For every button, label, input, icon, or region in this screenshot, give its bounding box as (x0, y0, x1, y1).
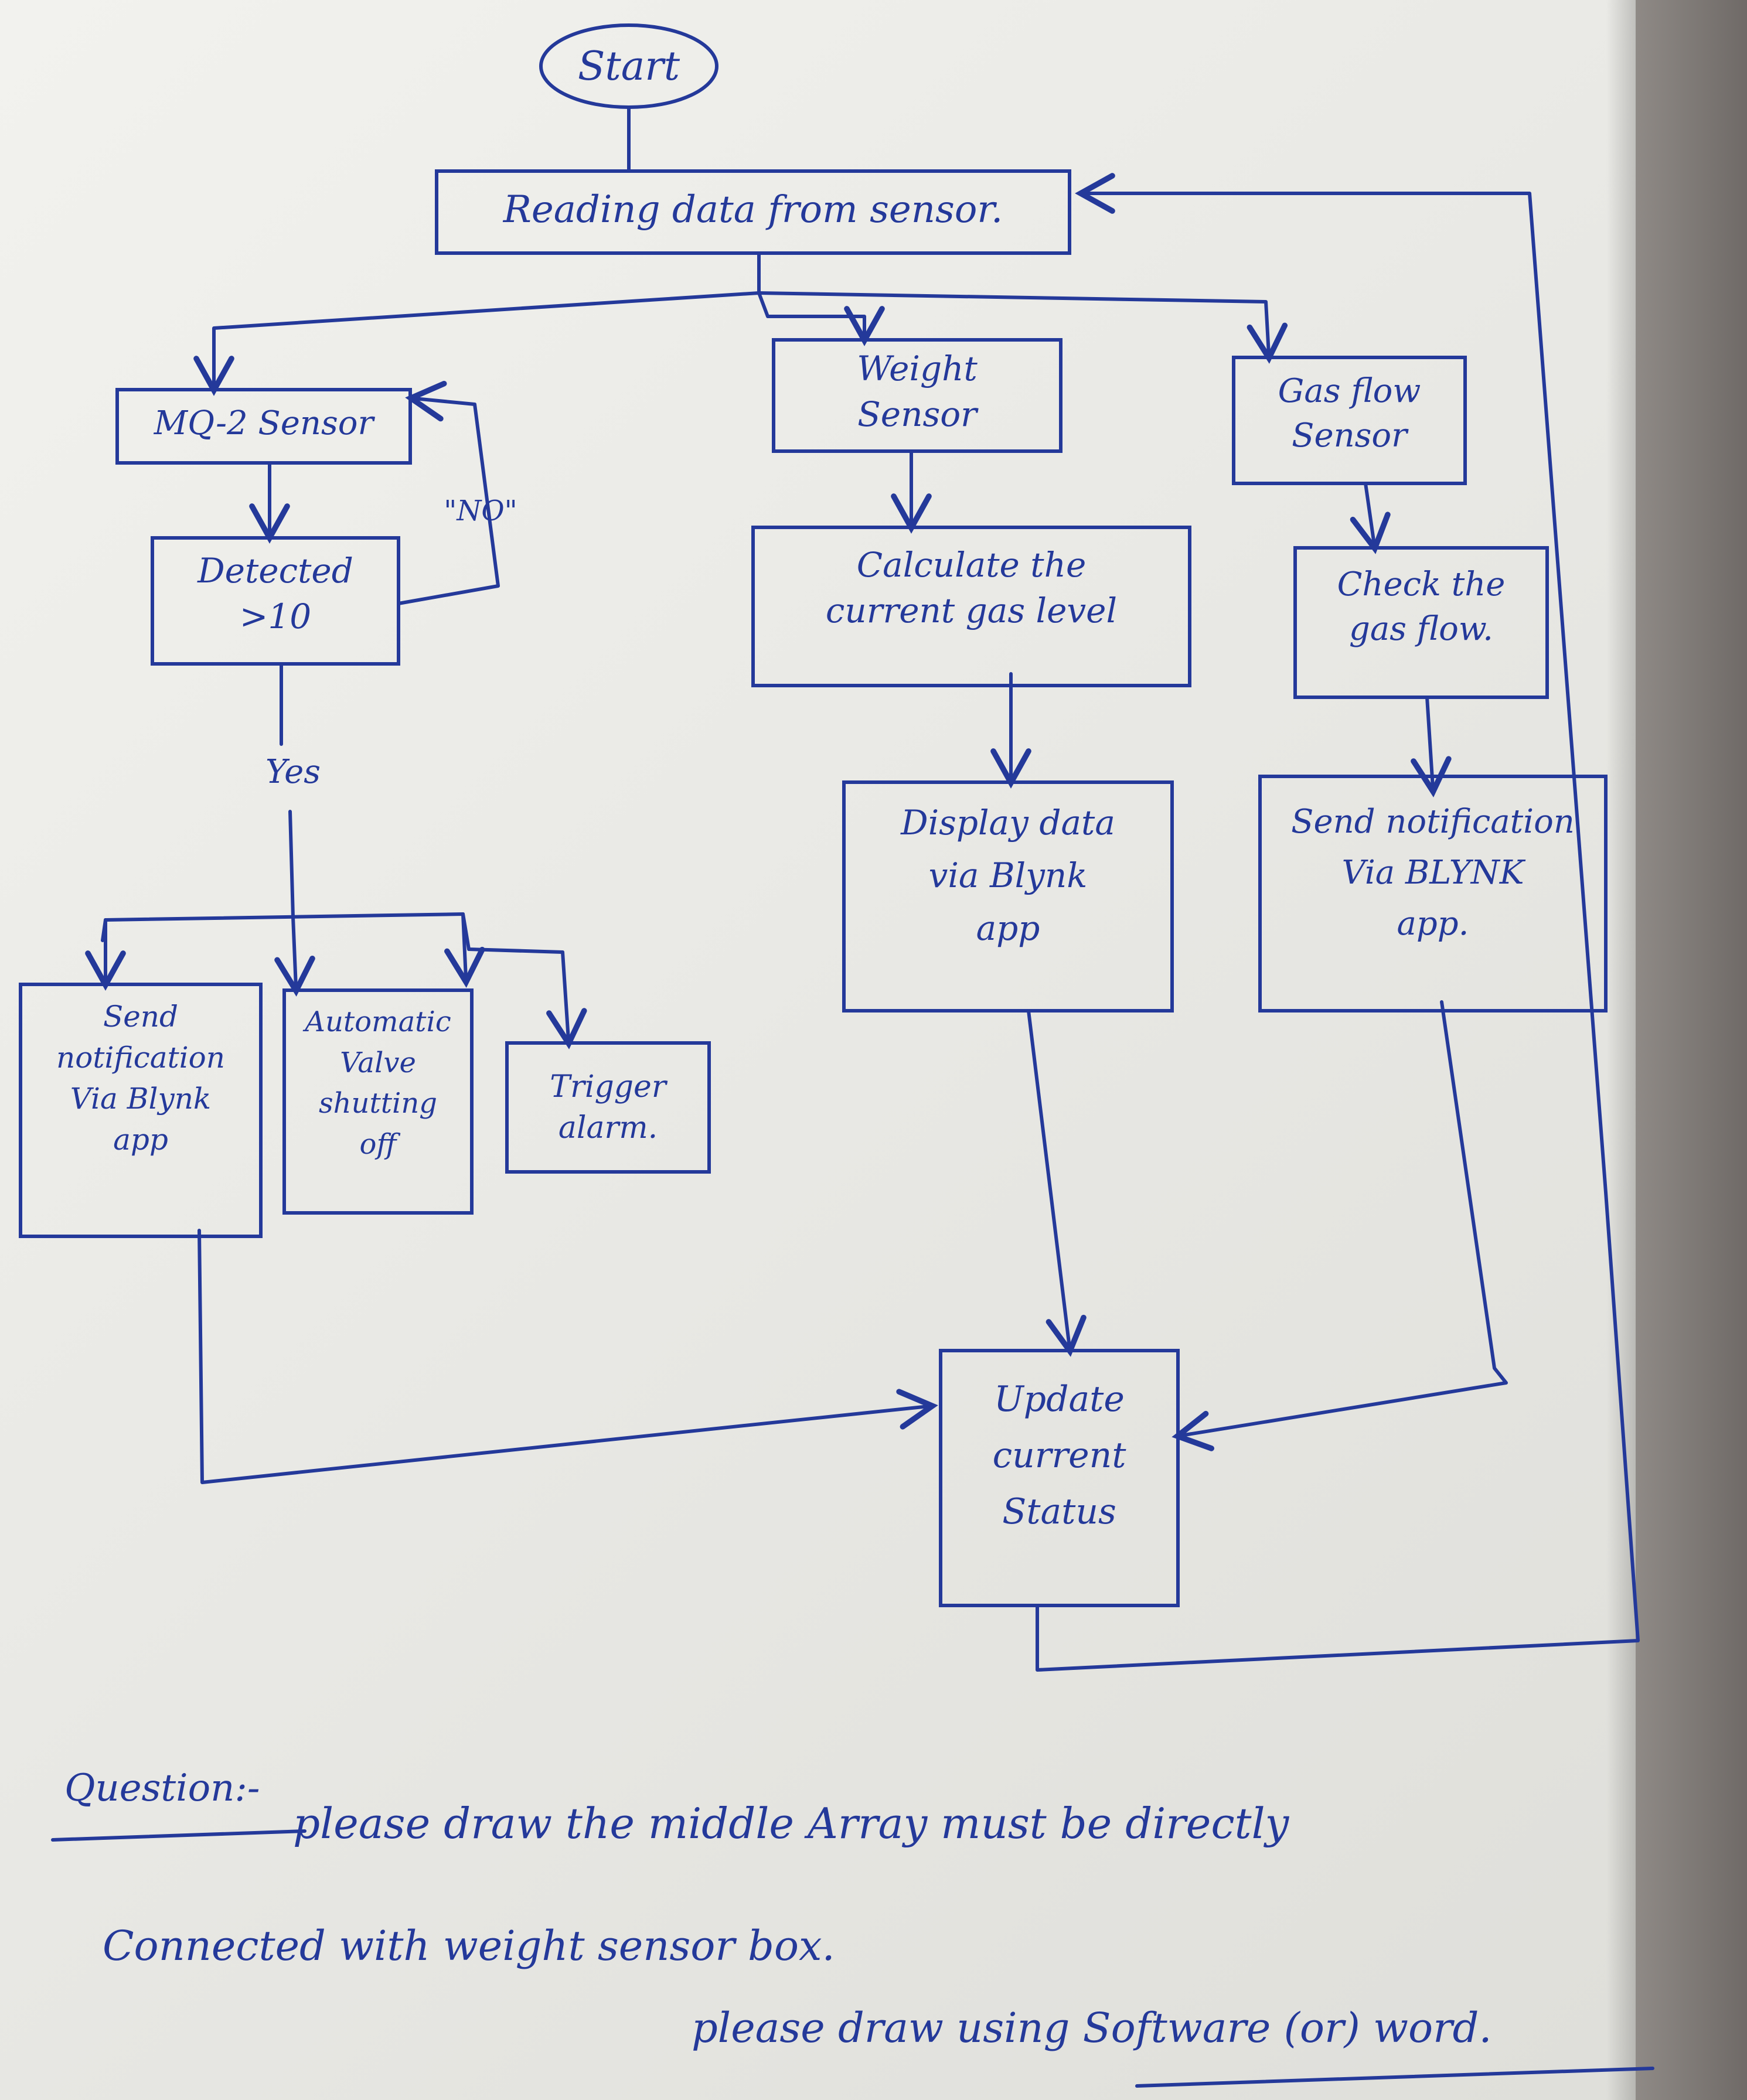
alarm-line-2: alarm. (558, 1110, 658, 1146)
display-label: Display data via Blynk app (847, 797, 1169, 955)
question-heading: Question:- (64, 1767, 260, 1810)
detected-line-2: >10 (239, 596, 312, 637)
calculate-gas-level-box (751, 526, 1191, 687)
display-line-1: Display data (901, 803, 1115, 843)
valve-shutting-box (282, 988, 474, 1215)
check-line-2: gas flow. (1349, 609, 1493, 648)
start-label: Start (577, 43, 680, 90)
valve-label: Automatic Valve shutting off (287, 1002, 469, 1165)
question-line-3: please draw using Software (or) word. (692, 2004, 1492, 2052)
weight-sensor-box (772, 338, 1062, 453)
calculate-line-2: current gas level (825, 591, 1118, 631)
desk-surface (1636, 0, 1747, 2100)
alarm-line-1: Trigger (550, 1069, 666, 1104)
edge-to-valve-right (444, 912, 485, 988)
edge-yes-down (288, 810, 295, 919)
check-gas-flow-box (1293, 546, 1549, 699)
valve-line-3: shutting (318, 1087, 438, 1120)
gas-flow-sensor-box (1232, 356, 1467, 485)
edge-check-to-notify-right (1411, 696, 1452, 797)
display-line-3: app (976, 908, 1040, 948)
alarm-label: Trigger alarm. (510, 1066, 706, 1148)
edge-gasflow-to-check (1350, 482, 1391, 554)
gas-flow-label: Gas flow Sensor (1237, 369, 1462, 458)
update-line-2: current (992, 1435, 1126, 1476)
weight-label: Weight Sensor (777, 346, 1058, 438)
reading-label: Reading data from sensor. (503, 188, 1003, 231)
notify-left-label: Send notification Via Blynk app (23, 996, 258, 1160)
calculate-line-1: Calculate the (856, 545, 1087, 585)
edge-to-valve (274, 915, 315, 997)
question-line-2: Connected with weight sensor box. (103, 1922, 835, 1970)
send-notification-left-box (19, 983, 263, 1238)
mq2-sensor-box (115, 388, 412, 465)
reading-box (435, 169, 1071, 255)
heading-underline (51, 1829, 307, 1842)
detected-line-1: Detected (197, 551, 353, 591)
check-line-1: Check the (1337, 565, 1506, 604)
valve-line-1: Automatic (305, 1005, 451, 1038)
notify-right-line-1: Send notification (1291, 803, 1575, 841)
update-line-3: Status (1002, 1491, 1116, 1532)
notify-left-line-4: app (113, 1123, 168, 1157)
edge-notify-left-to-update (197, 1229, 938, 1484)
software-underline (1135, 2067, 1654, 2088)
edge-reading-to-gasflow (757, 291, 1288, 364)
desk-shadow (1606, 0, 1636, 2100)
valve-line-4: off (359, 1127, 397, 1161)
notify-right-line-2: Via BLYNK (1341, 853, 1524, 892)
edge-reading-to-mq2 (193, 291, 761, 396)
notify-left-line-1: Send (103, 1000, 179, 1034)
edge-no-loop (397, 380, 500, 605)
check-label: Check the gas flow. (1298, 562, 1544, 651)
edge-reading-to-weight (757, 291, 885, 346)
edge-display-to-update (1027, 1009, 1087, 1357)
no-branch-label: "NO" (444, 495, 517, 527)
update-label: Update current Status (944, 1371, 1175, 1540)
valve-line-2: Valve (340, 1046, 416, 1079)
weight-line-1: Weight (857, 349, 978, 388)
mq2-label: MQ-2 Sensor (154, 404, 374, 442)
edge-to-alarm (546, 950, 587, 1049)
detected-label: Detected >10 (155, 548, 396, 640)
update-line-1: Update (994, 1379, 1125, 1420)
edge-feedback-loop (1036, 173, 1640, 1672)
notify-right-label: Send notification Via BLYNK app. (1263, 797, 1603, 949)
notify-left-line-3: Via Blynk (70, 1082, 212, 1116)
trigger-alarm-box (505, 1041, 711, 1174)
gas-flow-line-2: Sensor (1292, 416, 1407, 455)
yes-branch-label: Yes (265, 753, 321, 791)
display-line-2: via Blynk (928, 855, 1088, 895)
weight-line-2: Sensor (857, 394, 977, 435)
edge-fan-out (101, 912, 564, 954)
question-line-1: please draw the middle Array must be dir… (293, 1799, 1289, 1848)
edge-notify-right-to-update (1172, 1000, 1508, 1451)
notify-right-line-3: app. (1397, 904, 1469, 943)
notify-left-line-2: notification (56, 1041, 225, 1075)
gas-flow-line-1: Gas flow (1278, 372, 1421, 410)
calculate-label: Calculate the current gas level (756, 542, 1187, 634)
